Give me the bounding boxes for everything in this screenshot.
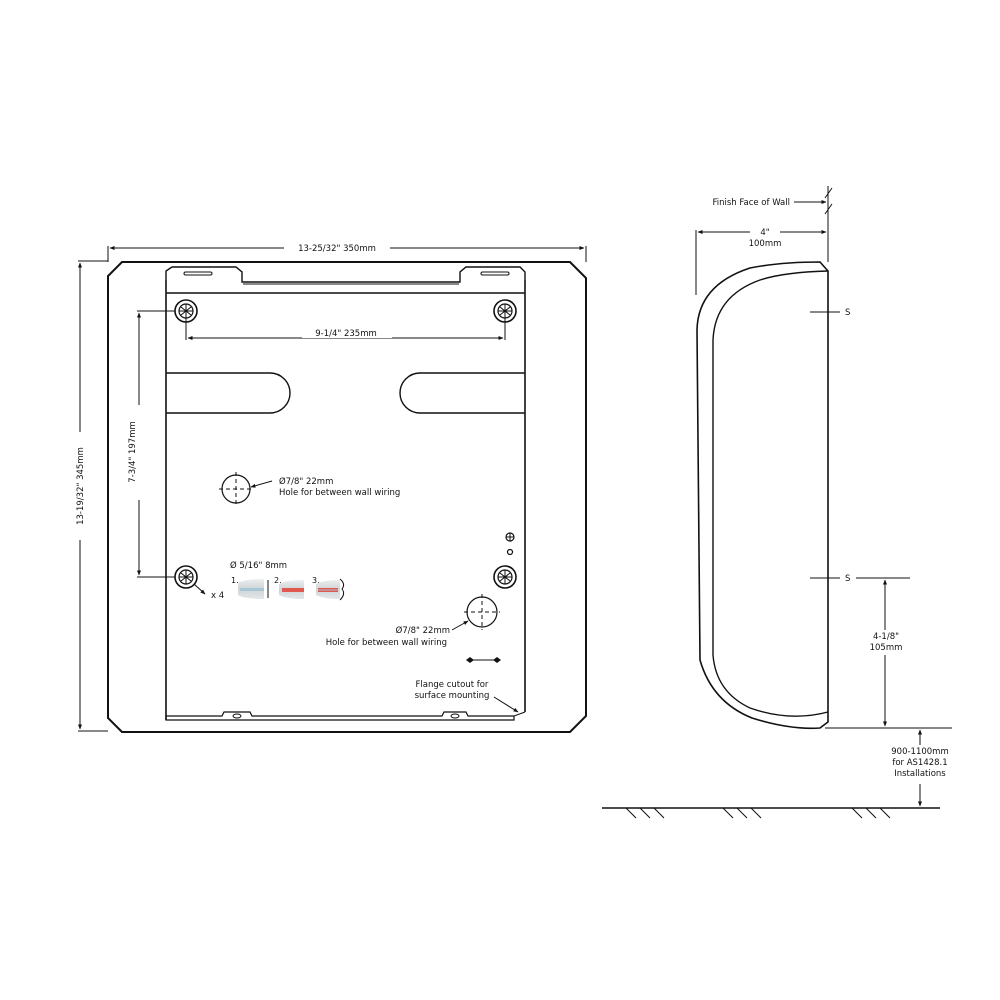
svg-text:1.: 1.: [231, 576, 239, 585]
screw-spacing-vertical-label: 7-3/4" 197mm: [128, 421, 138, 483]
svg-text:3.: 3.: [312, 576, 320, 585]
anchor-step-1: 1.: [231, 576, 269, 599]
side-view: Finish Face of Wall 4" 100mm S S 4-1/8" …: [602, 186, 952, 819]
wiring-hole-1-dimension: Ø7/8" 22mm: [279, 476, 333, 487]
bottom-offset-in-label: 4-1/8": [873, 632, 899, 642]
wiring-hole-2-dimension: Ø7/8" 22mm: [396, 625, 450, 636]
overall-height-label: 13-19/32" 345mm: [76, 447, 86, 525]
flange-note-line1: Flange cutout for: [416, 680, 489, 690]
mount-height-line2: for AS1428.1: [892, 758, 947, 768]
backplate-top-flange: [165, 266, 526, 283]
depth-mm-label: 100mm: [749, 239, 782, 249]
housing-outline: [107, 261, 587, 733]
overall-width-label: 13-25/32" 350mm: [298, 244, 376, 254]
keyhole-slot-right: [399, 372, 525, 414]
screw-spacing-horizontal-label: 9-1/4" 235mm: [315, 329, 377, 339]
screw-hole-bottom-left: [174, 565, 198, 589]
anchor-dimension: Ø 5/16" 8mm: [230, 560, 287, 571]
earth-symbol-icon: [505, 532, 515, 556]
anchor-quantity: x 4: [211, 591, 224, 601]
front-view: 13-25/32" 350mm 13-19/32" 345mm 9-1/4" 2…: [76, 244, 587, 733]
wiring-hole-2: [451, 594, 500, 631]
wall-label: Finish Face of Wall: [712, 198, 790, 208]
bottom-flange: [165, 711, 515, 721]
mount-height-line3: Installations: [894, 769, 946, 779]
top-slot-left: [183, 271, 213, 276]
bottom-offset-mm-label: 105mm: [870, 643, 903, 653]
screw-marker-bottom: S: [845, 574, 850, 584]
anchor-step-3: 3.: [312, 576, 345, 601]
mount-height-line1: 900-1100mm: [891, 747, 948, 757]
top-slot-right: [480, 271, 510, 276]
screw-marker-top: S: [845, 308, 850, 318]
anchor-step-2: 2.: [274, 576, 304, 599]
keyhole-slot-left: [166, 372, 291, 414]
connector-symbol-icon: [466, 657, 501, 663]
wiring-hole-1: [219, 472, 273, 506]
floor-hatching: [625, 807, 891, 819]
flange-note-line2: surface mounting: [415, 691, 490, 701]
wiring-hole-2-description: Hole for between wall wiring: [326, 638, 447, 648]
screw-hole-bottom-right: [493, 565, 517, 589]
depth-in-label: 4": [760, 228, 769, 238]
dryer-profile-outer: [696, 261, 829, 730]
wiring-hole-1-description: Hole for between wall wiring: [279, 488, 400, 498]
dryer-profile-inner: [712, 270, 829, 717]
svg-text:2.: 2.: [274, 576, 282, 585]
